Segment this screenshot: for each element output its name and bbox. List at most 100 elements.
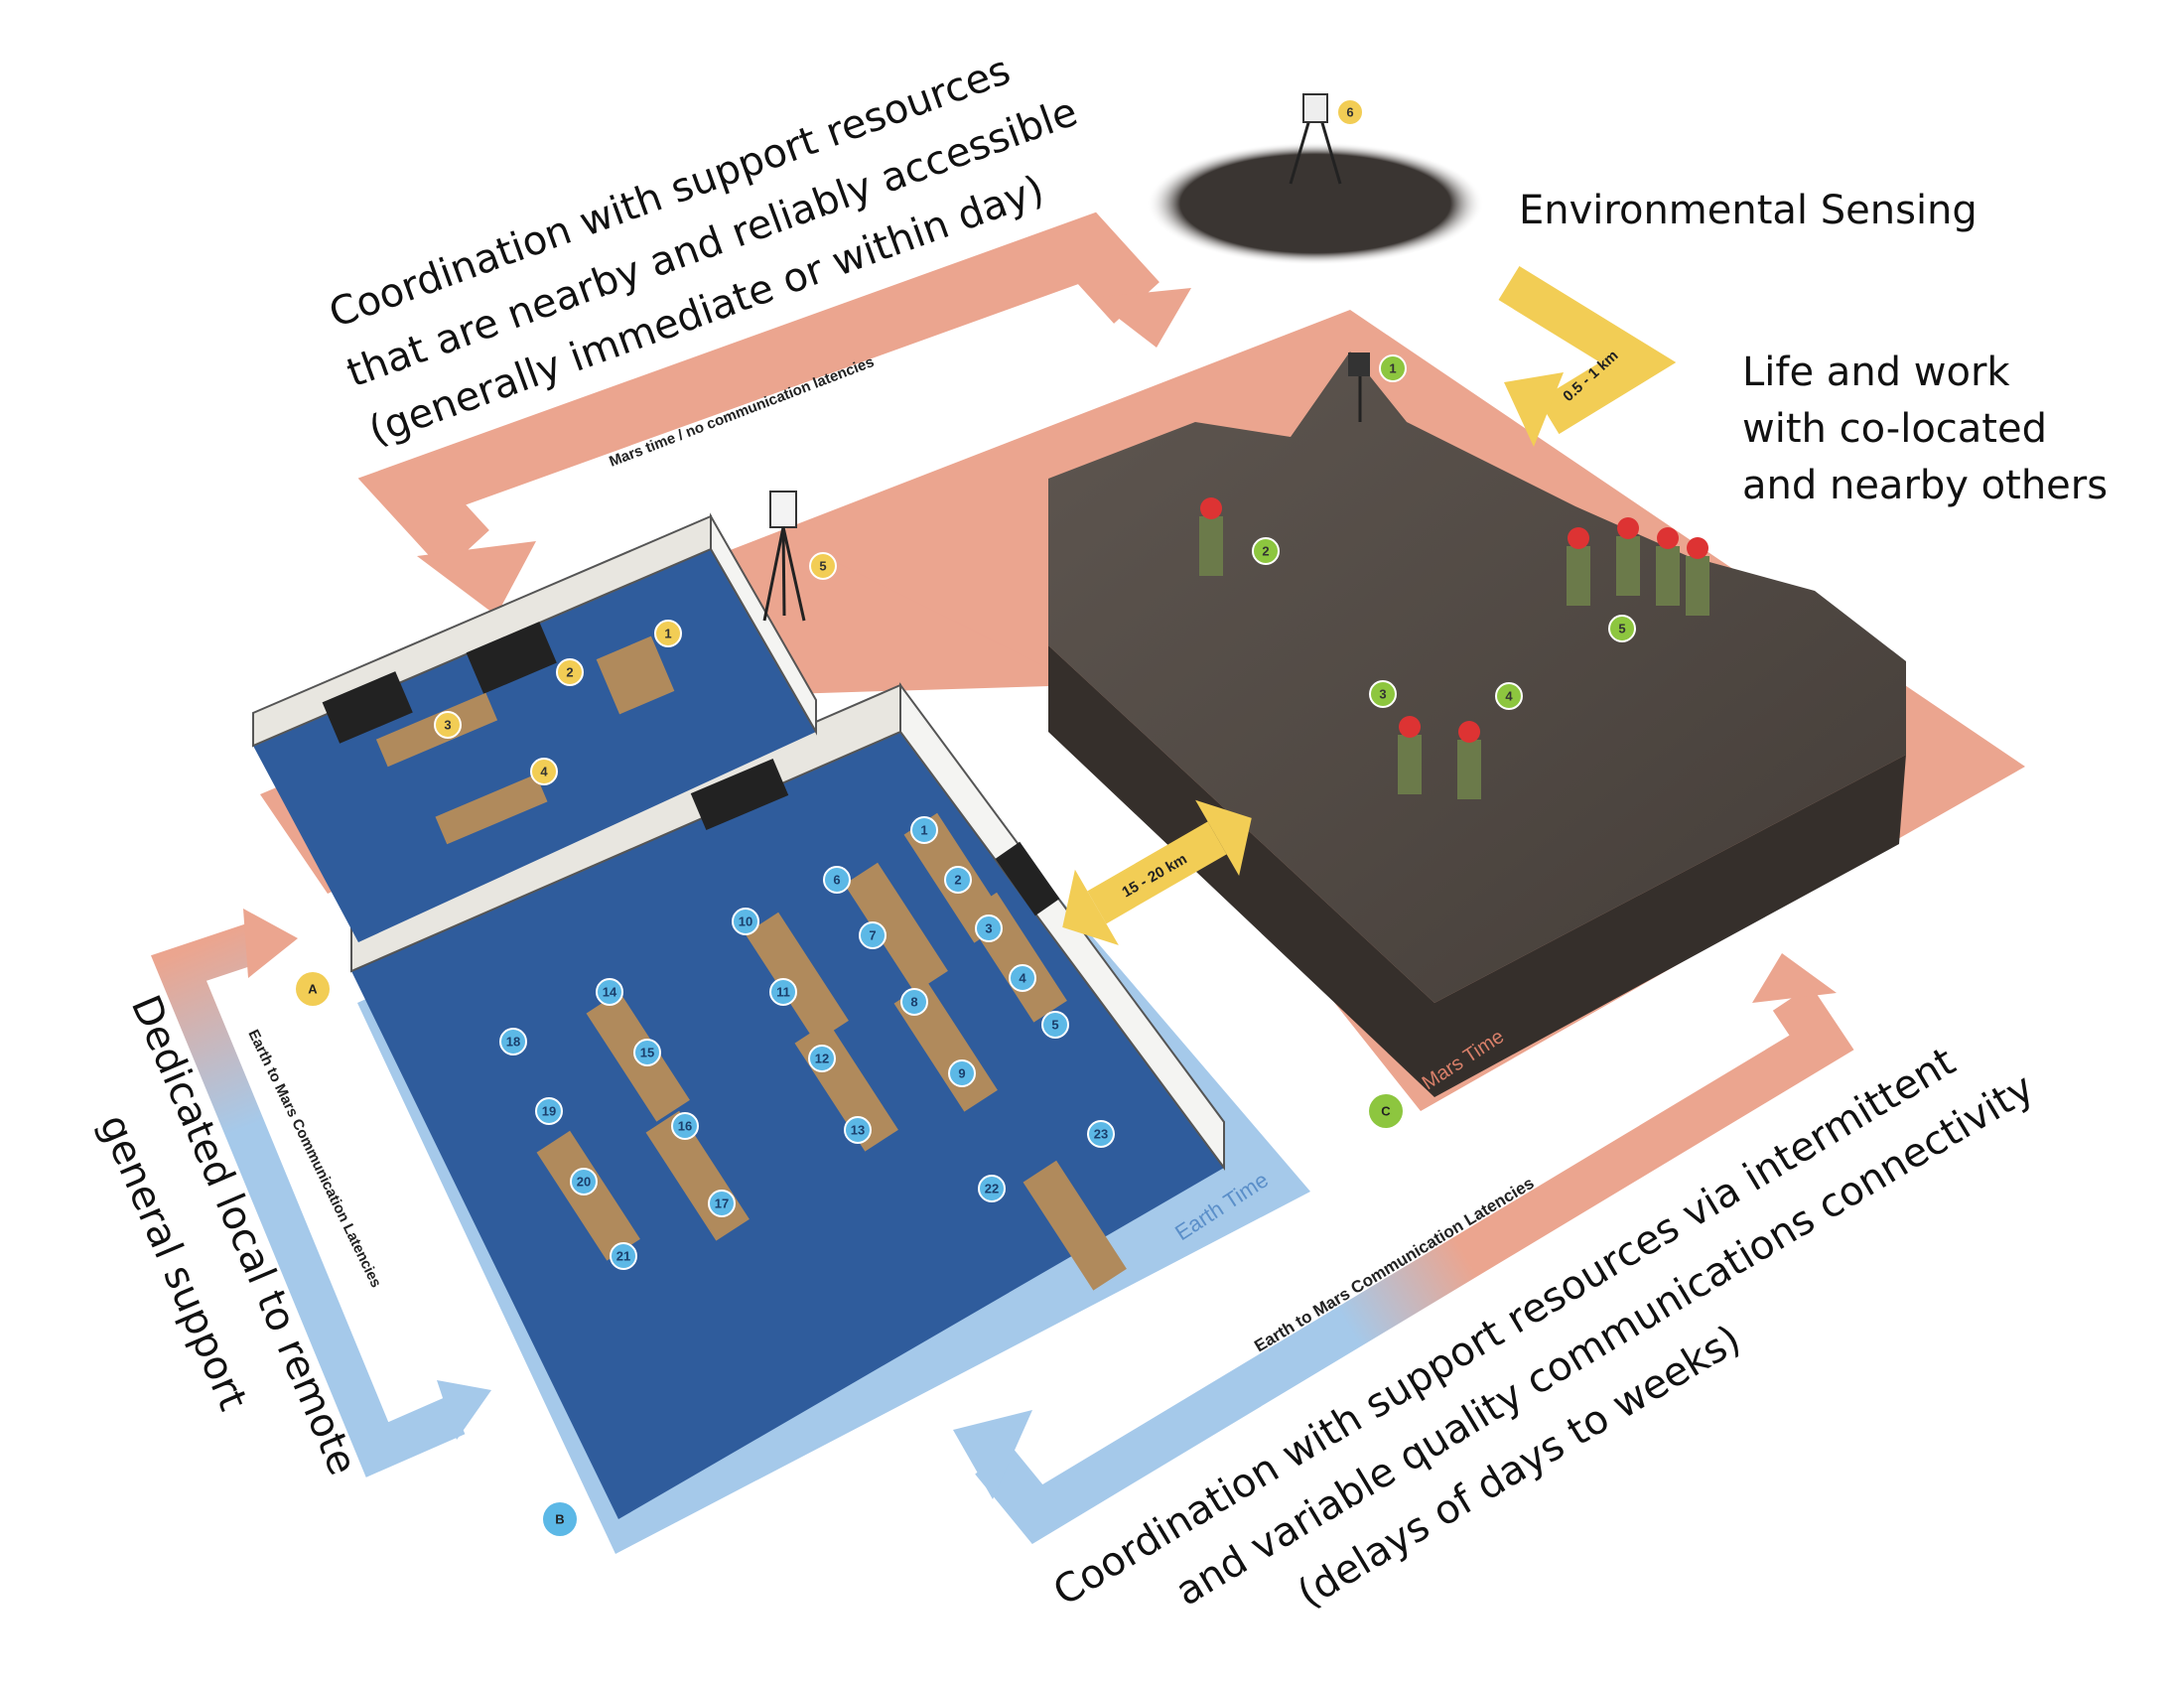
zone-a-badge: A	[296, 972, 330, 1006]
astronaut-figure	[1656, 546, 1680, 606]
blue-marker-13: 13	[844, 1116, 872, 1144]
blue-marker-12: 12	[808, 1045, 836, 1072]
marker-number: 9	[958, 1066, 965, 1081]
mars-terrain	[1048, 352, 1906, 1097]
helmet-icon	[1617, 517, 1639, 539]
marker-number: 20	[577, 1175, 591, 1190]
helmet-icon	[1399, 716, 1421, 738]
blue-marker-2: 2	[944, 866, 972, 894]
blue-marker-6: 6	[823, 866, 851, 894]
desk	[844, 862, 948, 993]
blue-marker-7: 7	[859, 921, 887, 949]
caption-line: Life and work	[1742, 350, 2010, 395]
marker-number: 1	[664, 627, 671, 641]
yellow-marker-4: 4	[530, 758, 558, 785]
caption-environmental-sensing: Environmental Sensing	[1519, 188, 1978, 233]
desk	[536, 1130, 640, 1261]
marker-number: 18	[506, 1035, 520, 1050]
marker-number: 5	[1051, 1018, 1058, 1033]
marker-number: 5	[1618, 622, 1625, 636]
marker-number: 4	[540, 765, 548, 779]
blue-marker-8: 8	[900, 988, 928, 1016]
helmet-icon	[1687, 537, 1708, 559]
blue-marker-20: 20	[570, 1168, 598, 1196]
helmet-icon	[1458, 721, 1480, 743]
blue-marker-3: 3	[975, 914, 1003, 942]
zone-letter: A	[308, 982, 318, 997]
astronaut-figure	[1567, 546, 1590, 606]
caption-line: with co-located	[1742, 406, 2047, 452]
tripod-sensor-icon	[762, 491, 806, 622]
caption-line: and nearby others	[1742, 463, 2108, 508]
marker-number: 2	[954, 873, 961, 888]
marker-number: 5	[819, 559, 826, 574]
marker-number: 17	[715, 1196, 729, 1211]
distance-arrow-near: 0.5 - 1 km	[1498, 265, 1677, 447]
helmet-icon	[1568, 527, 1589, 549]
marker-number: 2	[1262, 544, 1269, 559]
marker-number: 4	[1505, 689, 1513, 704]
green-marker-4: 4	[1495, 682, 1523, 710]
yellow-marker-5: 5	[809, 552, 837, 580]
zone-b-badge: B	[543, 1502, 577, 1536]
marker-number: 19	[542, 1104, 556, 1119]
marker-number: 4	[1019, 971, 1026, 986]
blue-marker-5: 5	[1041, 1011, 1069, 1039]
blue-marker-18: 18	[499, 1028, 527, 1055]
local-to-remote-arrow	[151, 909, 491, 1477]
marker-number: 1	[1389, 361, 1396, 376]
marker-number: 21	[616, 1249, 630, 1264]
astronaut-figure	[1398, 735, 1422, 794]
blue-marker-19: 19	[535, 1097, 563, 1125]
zone-letter: C	[1381, 1104, 1391, 1119]
marker-number: 1	[920, 823, 927, 838]
astronaut-figure	[1199, 516, 1223, 576]
blue-marker-14: 14	[596, 978, 623, 1006]
earth-mars-coordination-arrow	[953, 953, 1854, 1544]
helmet-icon	[1657, 527, 1679, 549]
green-marker-2: 2	[1252, 537, 1280, 565]
environmental-sensing-site	[1147, 93, 1484, 265]
astronaut-figure	[1457, 740, 1481, 799]
marker-number: 23	[1094, 1127, 1108, 1142]
green-marker-3: 3	[1369, 680, 1397, 708]
desk	[1023, 1160, 1127, 1291]
blue-marker-22: 22	[978, 1175, 1006, 1202]
marker-number: 2	[566, 665, 573, 680]
marker-number: 16	[678, 1119, 692, 1134]
yellow-marker-3: 3	[434, 711, 462, 739]
room-a-local-support	[252, 512, 817, 942]
marker-number: 8	[910, 995, 917, 1010]
marker-number: 22	[985, 1182, 999, 1196]
blue-marker-21: 21	[610, 1242, 637, 1270]
marker-number: 15	[640, 1046, 654, 1060]
blue-marker-9: 9	[948, 1059, 976, 1087]
zone-c-badge: C	[1369, 1094, 1403, 1128]
marker-number: 6	[1346, 105, 1353, 120]
marker-number: 13	[851, 1123, 865, 1138]
yellow-marker-6: 6	[1336, 98, 1364, 126]
yellow-marker-1: 1	[654, 620, 682, 647]
green-marker-1: 1	[1379, 354, 1407, 382]
marker-number: 3	[985, 921, 992, 936]
blue-marker-11: 11	[769, 978, 797, 1006]
caption-line: that are nearby and reliably accessible	[341, 89, 1084, 397]
yellow-marker-2: 2	[556, 658, 584, 686]
marker-number: 10	[739, 914, 752, 929]
blue-marker-17: 17	[708, 1190, 736, 1217]
astronaut-figure	[1686, 556, 1709, 616]
distance-arrow-far: 15 - 20 km	[1062, 799, 1252, 945]
blue-marker-1: 1	[910, 816, 938, 844]
mars-local-coordination-arrow	[357, 211, 1191, 616]
marker-number: 11	[776, 985, 790, 1000]
caption-life-and-work: Life and work with co-located and nearby…	[1742, 350, 2108, 508]
marker-number: 6	[833, 873, 840, 888]
desk	[745, 912, 849, 1043]
marker-number: 14	[603, 985, 617, 1000]
blue-marker-23: 23	[1087, 1120, 1115, 1148]
green-marker-5: 5	[1608, 615, 1636, 642]
blue-marker-4: 4	[1009, 964, 1036, 992]
